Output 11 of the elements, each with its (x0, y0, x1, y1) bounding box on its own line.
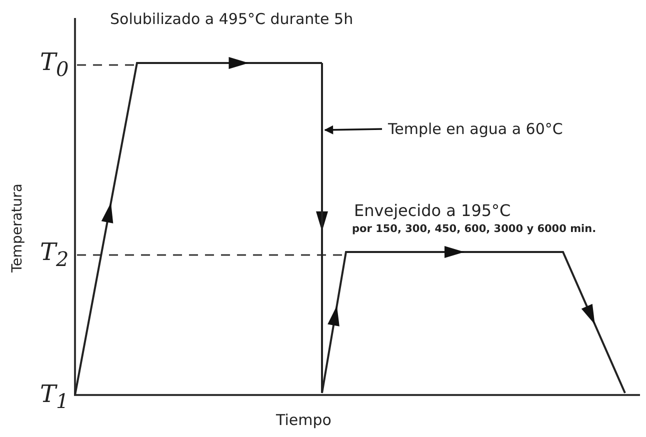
process-label: Envejecido a 195°C (354, 203, 511, 219)
axis-title: Temperatura (10, 184, 24, 272)
duration-note: por 150, 300, 450, 600, 3000 y 6000 min. (352, 224, 596, 234)
annotation-text: Temple en agua a 60°C (388, 120, 563, 138)
leader-arrow (324, 125, 382, 134)
temperature-tick-label: T$_{2}$ (40, 240, 69, 269)
temperature-tick-label: T$_{1}$ (40, 382, 69, 411)
quench-line (321, 63, 323, 393)
axis-title: Tiempo (276, 413, 332, 428)
process-label: Solubilizado a 495°C durante 5h (110, 12, 354, 27)
temperature-tick-label: T$_{0}$ (40, 50, 69, 79)
